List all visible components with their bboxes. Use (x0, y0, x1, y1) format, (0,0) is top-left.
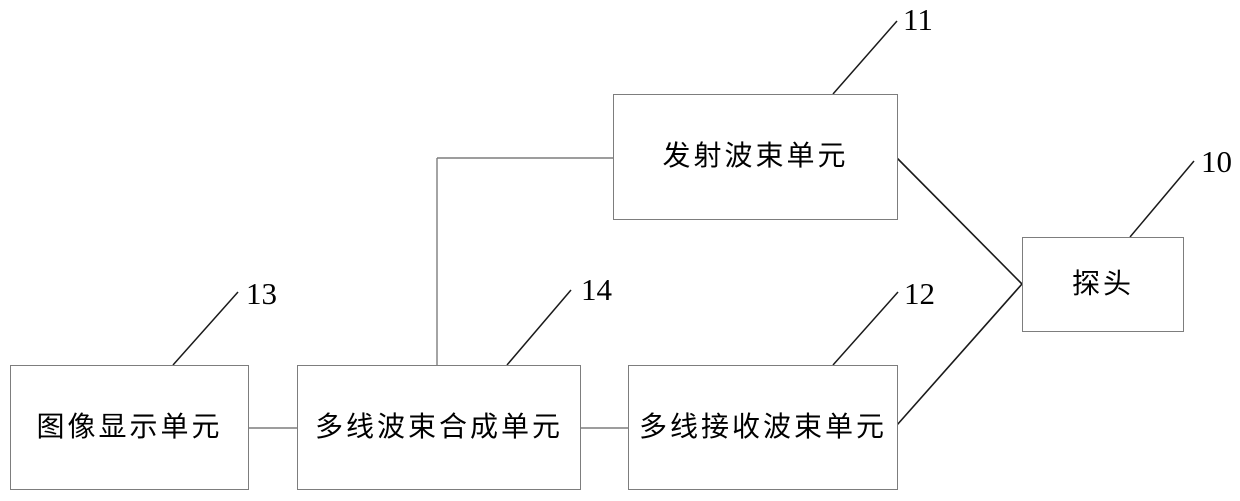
wire-transmit-to-probe (896, 157, 1023, 285)
leader-line-10 (1129, 160, 1195, 238)
ref-label-11: 11 (903, 2, 933, 37)
node-label-multiline-receive-beam-unit: 多线接收波束单元 (638, 411, 887, 443)
ref-label-12: 12 (904, 276, 935, 311)
ref-label-14: 14 (581, 272, 612, 307)
node-image-display-unit: 图像显示单元 (10, 365, 249, 490)
leader-line-13 (172, 291, 239, 366)
ref-label-13: 13 (246, 276, 277, 311)
wire-receive-to-probe (896, 283, 1023, 426)
leader-line-12 (832, 291, 899, 366)
node-label-transmit-beam-unit: 发射波束单元 (662, 141, 849, 172)
node-label-image-display-unit: 图像显示单元 (36, 411, 223, 443)
node-transmit-beam-unit: 发射波束单元 (613, 94, 898, 220)
node-multiline-receive-beam-unit: 多线接收波束单元 (628, 365, 898, 490)
leader-line-14 (506, 289, 572, 366)
ref-label-10: 10 (1201, 144, 1232, 179)
node-multiline-beam-synthesis-unit: 多线波束合成单元 (297, 365, 581, 490)
node-label-multiline-beam-synthesis-unit: 多线波束合成单元 (314, 411, 563, 443)
node-probe: 探头 (1022, 237, 1184, 332)
node-label-probe: 探头 (1071, 268, 1134, 300)
leader-line-11 (832, 20, 898, 95)
